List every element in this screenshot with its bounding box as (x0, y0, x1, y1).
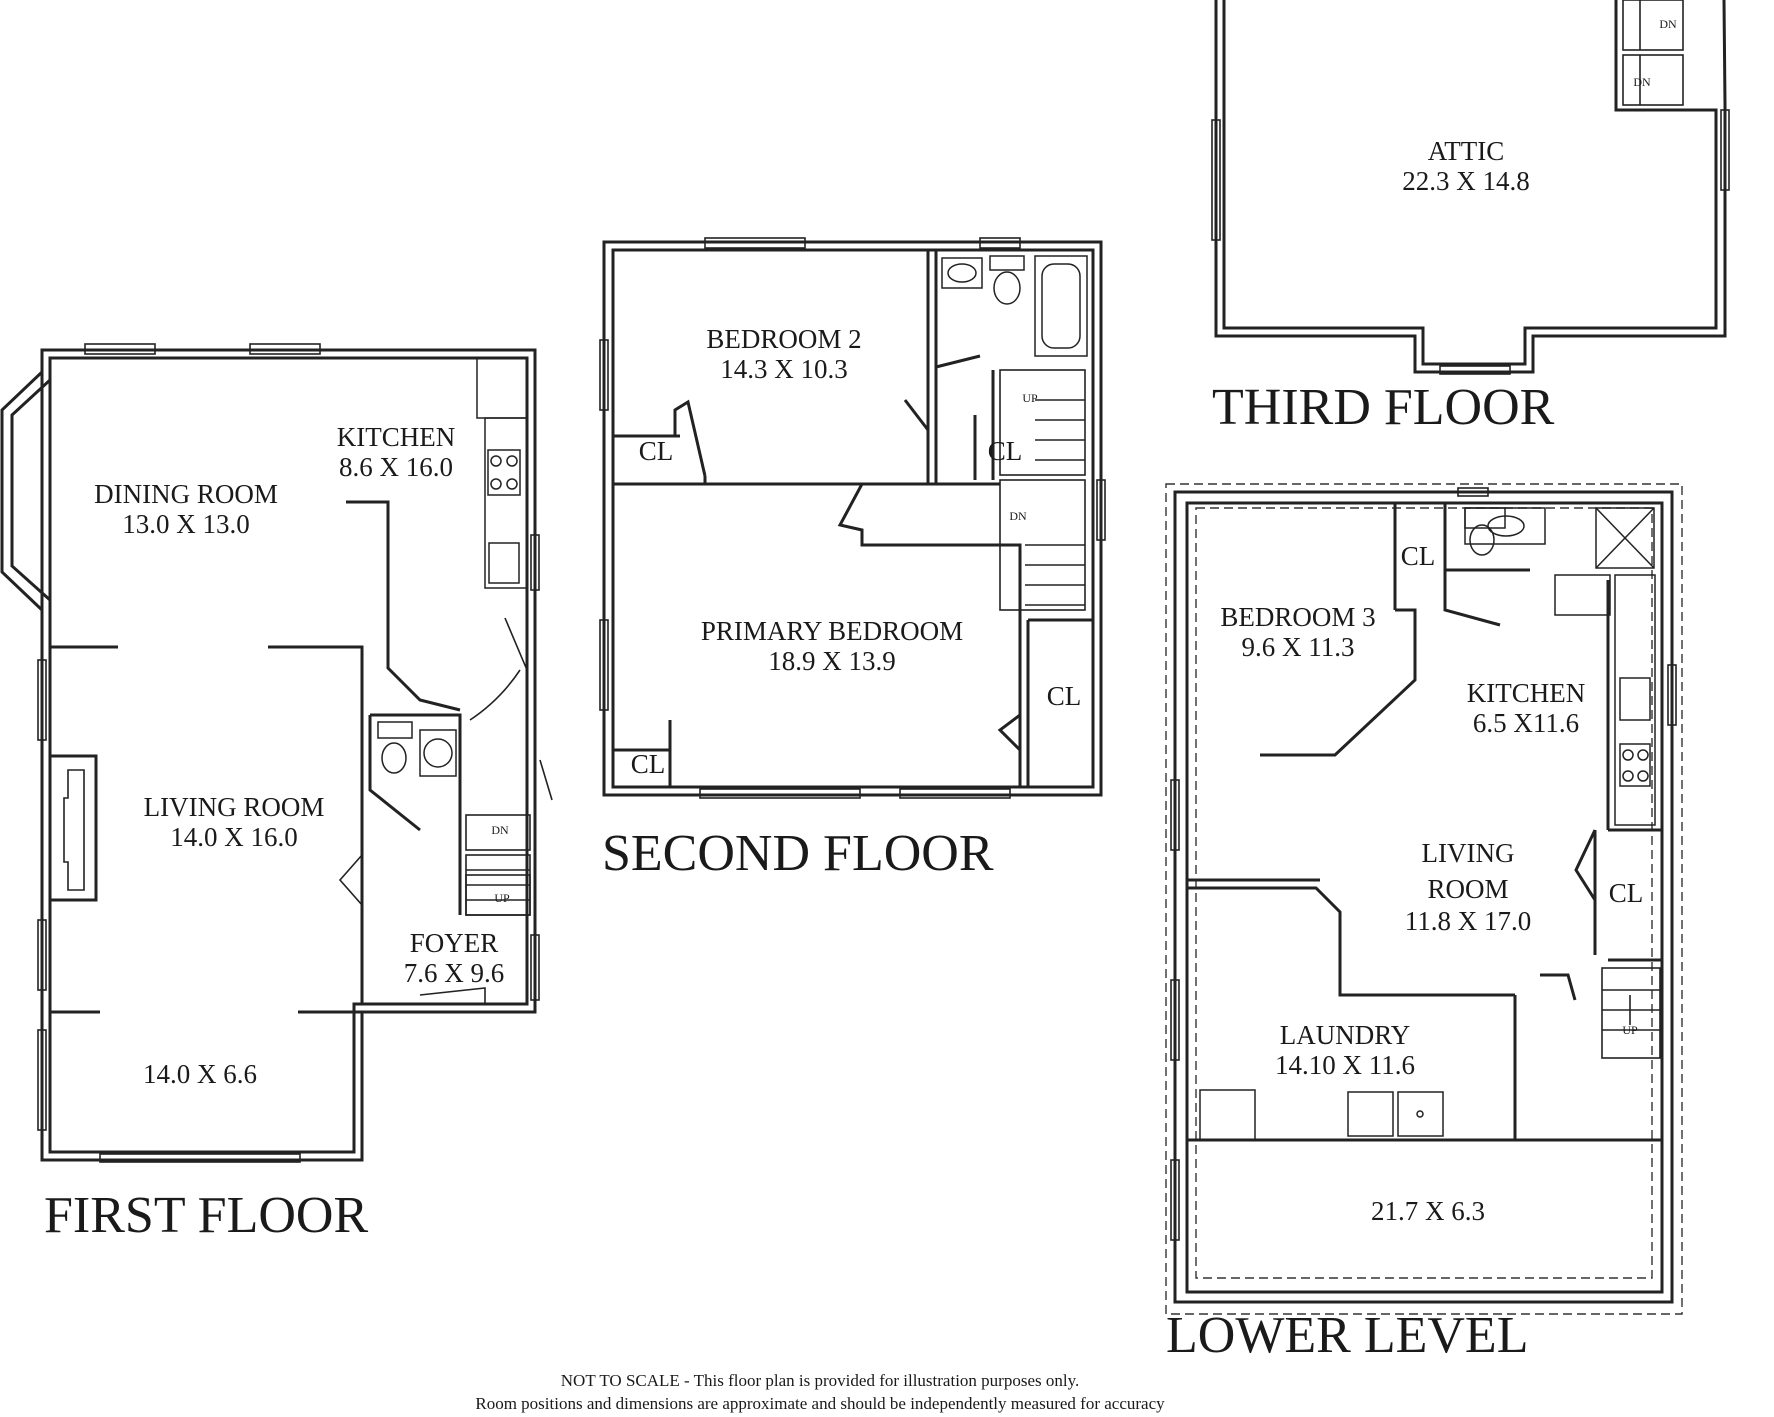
second-stairs-up: UP (1022, 391, 1038, 405)
third-floor-plan (1211, 0, 1730, 375)
lower-living-size: 11.8 X 17.0 (1405, 906, 1532, 936)
lower-kitchen-name: KITCHEN (1467, 678, 1585, 708)
kitchen-name: KITCHEN (337, 422, 455, 452)
closet-label: CL (1609, 878, 1644, 908)
lower-living-name-line2: ROOM (1427, 874, 1508, 904)
third-stairs-down: DN (1633, 75, 1651, 89)
second-floor-plan (599, 237, 1106, 799)
lower-front-size: 21.7 X 6.3 (1371, 1196, 1485, 1226)
third-stairs-down: DN (1659, 17, 1677, 31)
lower-living-name-line1: LIVING (1422, 838, 1515, 868)
living-room-size: 14.0 X 16.0 (170, 822, 298, 852)
lower-kitchen-size: 6.5 X11.6 (1473, 708, 1579, 738)
attic-name: ATTIC (1428, 136, 1505, 166)
lower-level-plan (1165, 483, 1683, 1315)
closet-label: CL (631, 749, 666, 779)
disclaimer-line-1: NOT TO SCALE - This floor plan is provid… (561, 1371, 1079, 1390)
lower-stairs-up: UP (1622, 1023, 1638, 1037)
laundry-size: 14.10 X 11.6 (1275, 1050, 1415, 1080)
primary-bedroom-name: PRIMARY BEDROOM (701, 616, 963, 646)
closet-label: CL (988, 436, 1023, 466)
first-floor-plan (0, 343, 553, 1163)
porch-size: 14.0 X 6.6 (143, 1059, 257, 1089)
dining-room-name: DINING ROOM (94, 479, 278, 509)
foyer-size: 7.6 X 9.6 (404, 958, 505, 988)
laundry-name: LAUNDRY (1280, 1020, 1411, 1050)
first-floor-title: FIRST FLOOR (44, 1187, 368, 1244)
first-stairs-up: UP (494, 891, 510, 905)
primary-bedroom-size: 18.9 X 13.9 (768, 646, 896, 676)
closet-label: CL (639, 436, 674, 466)
foyer-name: FOYER (410, 928, 499, 958)
bedroom-3-name: BEDROOM 3 (1220, 602, 1375, 632)
third-floor-title: THIRD FLOOR (1212, 379, 1555, 436)
kitchen-size: 8.6 X 16.0 (339, 452, 453, 482)
lower-level-title: LOWER LEVEL (1166, 1307, 1528, 1364)
dining-room-size: 13.0 X 13.0 (122, 509, 250, 539)
closet-label: CL (1047, 681, 1082, 711)
attic-size: 22.3 X 14.8 (1402, 166, 1530, 196)
first-stairs-down: DN (491, 823, 509, 837)
bedroom-2-name: BEDROOM 2 (706, 324, 861, 354)
bedroom-3-size: 9.6 X 11.3 (1242, 632, 1355, 662)
living-room-name: LIVING ROOM (144, 792, 325, 822)
second-stairs-down: DN (1009, 509, 1027, 523)
disclaimer-line-2: Room positions and dimensions are approx… (475, 1394, 1165, 1413)
closet-label: CL (1401, 541, 1436, 571)
second-floor-title: SECOND FLOOR (602, 825, 994, 882)
bedroom-2-size: 14.3 X 10.3 (720, 354, 848, 384)
